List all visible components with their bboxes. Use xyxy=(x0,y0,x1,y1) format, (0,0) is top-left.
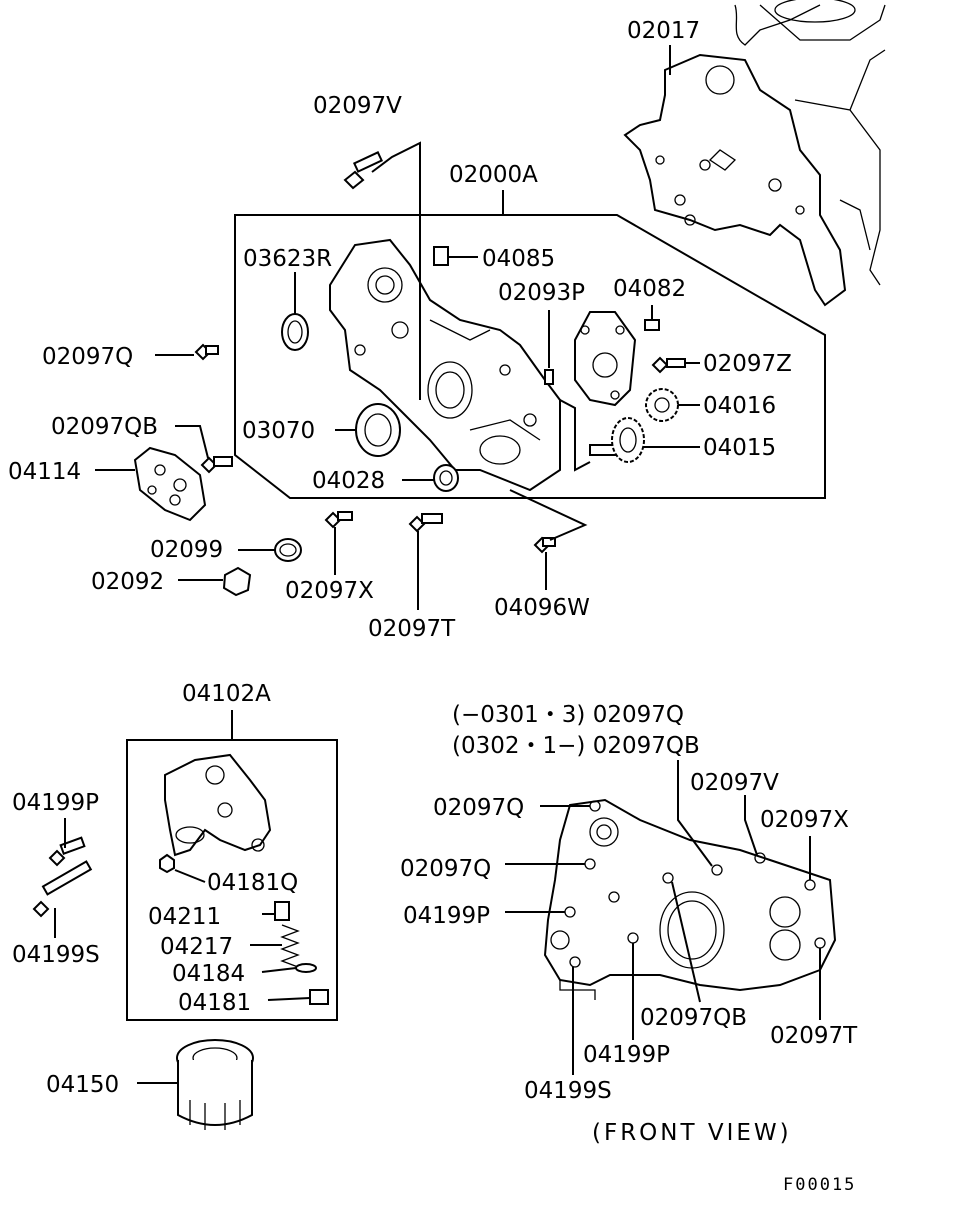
cover-plate-04114 xyxy=(133,446,207,522)
bolt-04199P-left xyxy=(48,836,86,867)
label-fv-04199S: 04199S xyxy=(524,1078,612,1104)
figure-code: F00015 xyxy=(783,1175,856,1195)
label-04199P: 04199P xyxy=(12,790,99,816)
oil-seal-03623R xyxy=(281,313,309,351)
label-front-note-2: (0302・1−) 02097QB xyxy=(452,733,700,759)
label-02000A: 02000A xyxy=(449,162,538,188)
label-02097QB: 02097QB xyxy=(51,414,158,440)
valve-04211 xyxy=(274,901,290,921)
label-front-note-1: (−0301・3) 02097Q xyxy=(452,702,684,728)
front-view-case xyxy=(543,798,837,1000)
label-02097Q: 02097Q xyxy=(42,344,133,370)
label-04211: 04211 xyxy=(148,904,221,930)
label-04150: 04150 xyxy=(46,1072,119,1098)
screw-04082 xyxy=(644,305,660,331)
oil-filter-04150 xyxy=(176,1039,254,1130)
label-fv-02097V: 02097V xyxy=(690,770,779,796)
bolt-02097Q-left xyxy=(194,343,219,361)
oil-filter-bracket xyxy=(164,753,272,857)
plug-04181Q xyxy=(159,853,175,874)
plug-04181 xyxy=(309,989,329,1005)
timing-case-gasket xyxy=(623,53,847,307)
label-02097V: 02097V xyxy=(313,93,402,119)
label-03070: 03070 xyxy=(242,418,315,444)
label-04028: 04028 xyxy=(312,468,385,494)
gear-shaft-04015 xyxy=(589,417,645,463)
o-ring-02099 xyxy=(274,538,302,562)
label-04199S: 04199S xyxy=(12,942,100,968)
label-02099: 02099 xyxy=(150,537,223,563)
bolt-04096W xyxy=(533,536,556,554)
label-03623R: 03623R xyxy=(243,246,332,272)
gasket-02092 xyxy=(222,566,252,597)
plug-04085 xyxy=(433,246,449,266)
engine-block-outline xyxy=(734,0,886,286)
label-04082: 04082 xyxy=(613,276,686,302)
label-04184: 04184 xyxy=(172,961,245,987)
bolt-02097T xyxy=(408,513,443,533)
label-04181: 04181 xyxy=(178,990,251,1016)
bolt-02097V xyxy=(343,151,384,190)
label-04181Q: 04181Q xyxy=(207,870,298,896)
gear-04016 xyxy=(645,388,679,422)
label-front-view: (FRONT VIEW) xyxy=(592,1120,792,1146)
oil-seal-04028 xyxy=(433,464,459,492)
assembly-box-02000A xyxy=(234,214,826,499)
label-02097X: 02097X xyxy=(285,578,374,604)
label-02017: 02017 xyxy=(627,18,700,44)
spring-04217 xyxy=(280,924,300,968)
label-fv-02097Q-a: 02097Q xyxy=(433,795,524,821)
label-04102A: 04102A xyxy=(182,681,271,707)
pin-02093P xyxy=(544,369,554,385)
label-04015: 04015 xyxy=(703,435,776,461)
pump-cover xyxy=(574,311,637,407)
label-04016: 04016 xyxy=(703,393,776,419)
label-04217: 04217 xyxy=(160,934,233,960)
label-02092: 02092 xyxy=(91,569,164,595)
bolt-04199S-left xyxy=(32,860,93,918)
label-fv-04199P-b: 04199P xyxy=(583,1042,670,1068)
label-02093P: 02093P xyxy=(498,280,585,306)
label-02097Z: 02097Z xyxy=(703,351,792,377)
label-fv-04199P-a: 04199P xyxy=(403,903,490,929)
label-fv-02097QB: 02097QB xyxy=(640,1005,747,1031)
bolt-02097QB xyxy=(200,456,233,474)
label-fv-02097X: 02097X xyxy=(760,807,849,833)
label-fv-02097T: 02097T xyxy=(770,1023,858,1049)
bolt-02097X xyxy=(324,511,353,529)
oil-seal-03070 xyxy=(355,403,401,457)
label-fv-02097Q-b: 02097Q xyxy=(400,856,491,882)
bolt-02097Z xyxy=(651,356,686,374)
oil-pump-case xyxy=(329,238,561,492)
washer-04184 xyxy=(295,963,317,973)
label-04085: 04085 xyxy=(482,246,555,272)
label-02097T: 02097T xyxy=(368,616,456,642)
label-04096W: 04096W xyxy=(494,595,590,621)
label-04114: 04114 xyxy=(8,459,81,485)
